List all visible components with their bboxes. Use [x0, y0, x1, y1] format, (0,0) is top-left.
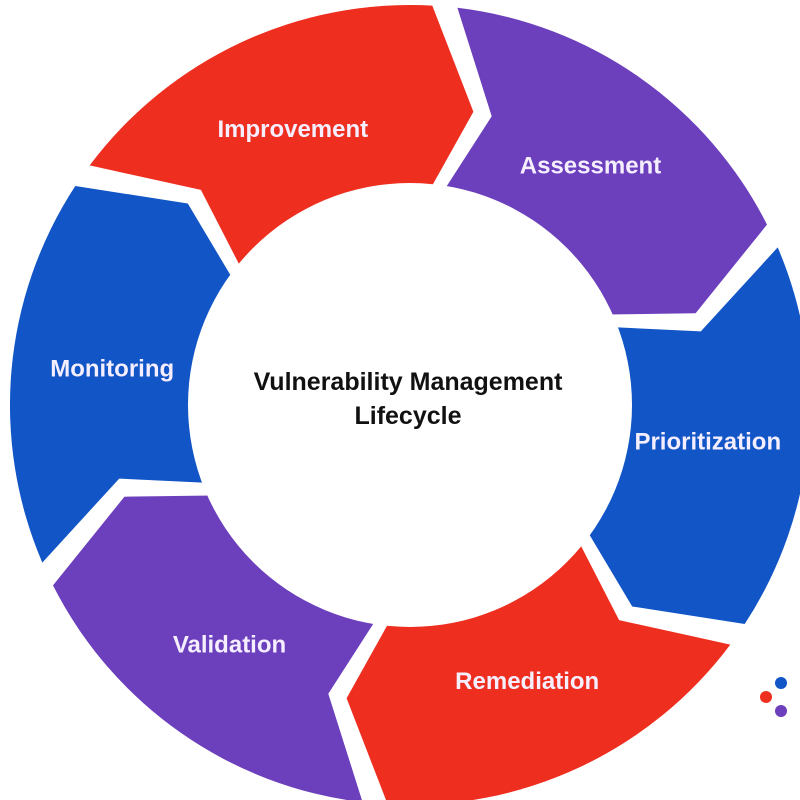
- center-hub: [188, 183, 632, 627]
- diagram-title-line-1: Vulnerability Management: [254, 368, 564, 396]
- stage-label-prioritization: Prioritization: [634, 429, 781, 456]
- segment-validation: [53, 495, 387, 800]
- segment-improvement: [89, 4, 474, 286]
- logo-dot: [760, 691, 772, 703]
- segment-monitoring: [9, 186, 243, 563]
- segment-prioritization: [577, 247, 800, 624]
- diagram-title-line-2: Lifecycle: [354, 402, 461, 430]
- segments: [9, 4, 800, 800]
- logo-dot: [775, 677, 787, 689]
- stage-label-assessment: Assessment: [520, 152, 661, 179]
- stage-label-improvement: Improvement: [217, 116, 368, 143]
- segment-assessment: [433, 7, 767, 315]
- stage-label-remediation: Remediation: [455, 668, 599, 695]
- stage-label-monitoring: Monitoring: [50, 355, 174, 382]
- stage-label-validation: Validation: [173, 632, 286, 659]
- logo-dot: [775, 705, 787, 717]
- logo-dots-icon: [760, 677, 787, 717]
- segment-remediation: [346, 524, 731, 800]
